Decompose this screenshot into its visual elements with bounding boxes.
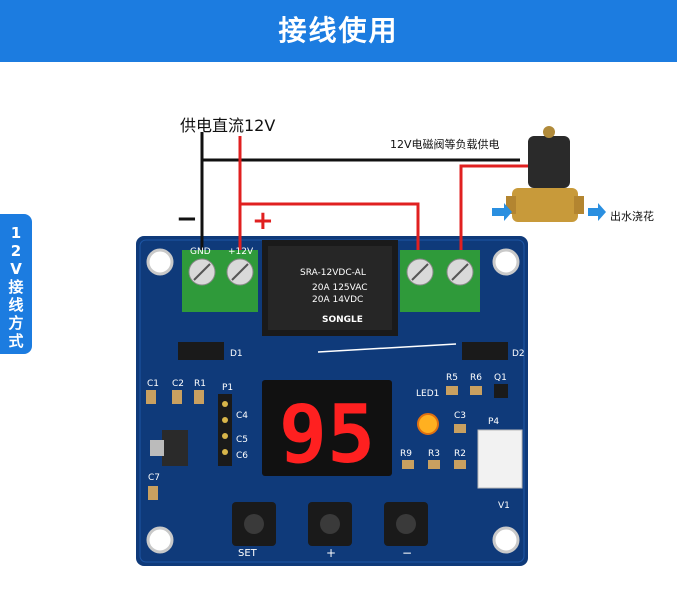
flow-arrow-in-icon	[492, 203, 512, 221]
header-banner	[0, 0, 677, 62]
positive-sign: +	[252, 206, 274, 236]
c3-label: C3	[454, 411, 466, 421]
seven-segment-display	[262, 380, 392, 476]
r1-label: R1	[194, 379, 206, 389]
d2-label: D2	[512, 349, 525, 359]
r3-label: R3	[428, 449, 440, 459]
relay-brand: SONGLE	[322, 315, 363, 325]
page-title: 接线使用	[278, 14, 399, 47]
relay-model: SRA-12VDC-AL	[300, 268, 366, 278]
power-supply-label: 供电直流12V	[180, 116, 276, 135]
terminal-12v-label: +12V	[228, 247, 254, 257]
side-tab-label: 12V接线方式	[8, 224, 24, 350]
plus-button[interactable]	[308, 502, 352, 546]
led1-label: LED1	[416, 389, 439, 399]
wires	[200, 132, 530, 258]
minus-button-label: −	[402, 546, 413, 560]
plus-button-label: +	[326, 546, 337, 560]
water-out-label: 出水浇花	[610, 210, 654, 223]
r2-label: R2	[454, 449, 466, 459]
d1-label: D1	[230, 349, 243, 359]
flow-arrow-out-icon	[588, 203, 606, 221]
r6-label: R6	[470, 373, 482, 383]
mounting-holes	[146, 248, 520, 554]
c4-label: C4	[236, 411, 248, 421]
v1-label: V1	[498, 501, 510, 511]
relay-rating-1: 20A 125VAC	[312, 283, 368, 293]
terminal-gnd-label: GND	[190, 247, 211, 257]
c7-label: C7	[148, 473, 160, 483]
side-tab[interactable]: 12V接线方式	[0, 214, 32, 354]
c2-label: C2	[172, 379, 184, 389]
solenoid-valve-icon	[506, 126, 584, 222]
relay	[262, 240, 398, 336]
negative-sign: −	[176, 204, 198, 234]
minus-button[interactable]	[384, 502, 428, 546]
p4-label: P4	[488, 417, 499, 427]
display-value: 95	[279, 388, 375, 481]
set-button[interactable]	[232, 502, 276, 546]
c5-label: C5	[236, 435, 248, 445]
r9-label: R9	[400, 449, 412, 459]
r5-label: R5	[446, 373, 458, 383]
q1-label: Q1	[494, 373, 507, 383]
load-terminal-block	[400, 250, 480, 312]
power-terminal-block	[182, 250, 258, 312]
c1-label: C1	[147, 379, 159, 389]
c6-label: C6	[236, 451, 248, 461]
p1-label: P1	[222, 383, 233, 393]
set-button-label: SET	[238, 548, 257, 559]
load-supply-label: 12V电磁阀等负载供电	[390, 138, 500, 151]
p4-connector	[477, 429, 523, 489]
led-indicator	[417, 413, 439, 435]
relay-rating-2: 20A 14VDC	[312, 295, 363, 305]
